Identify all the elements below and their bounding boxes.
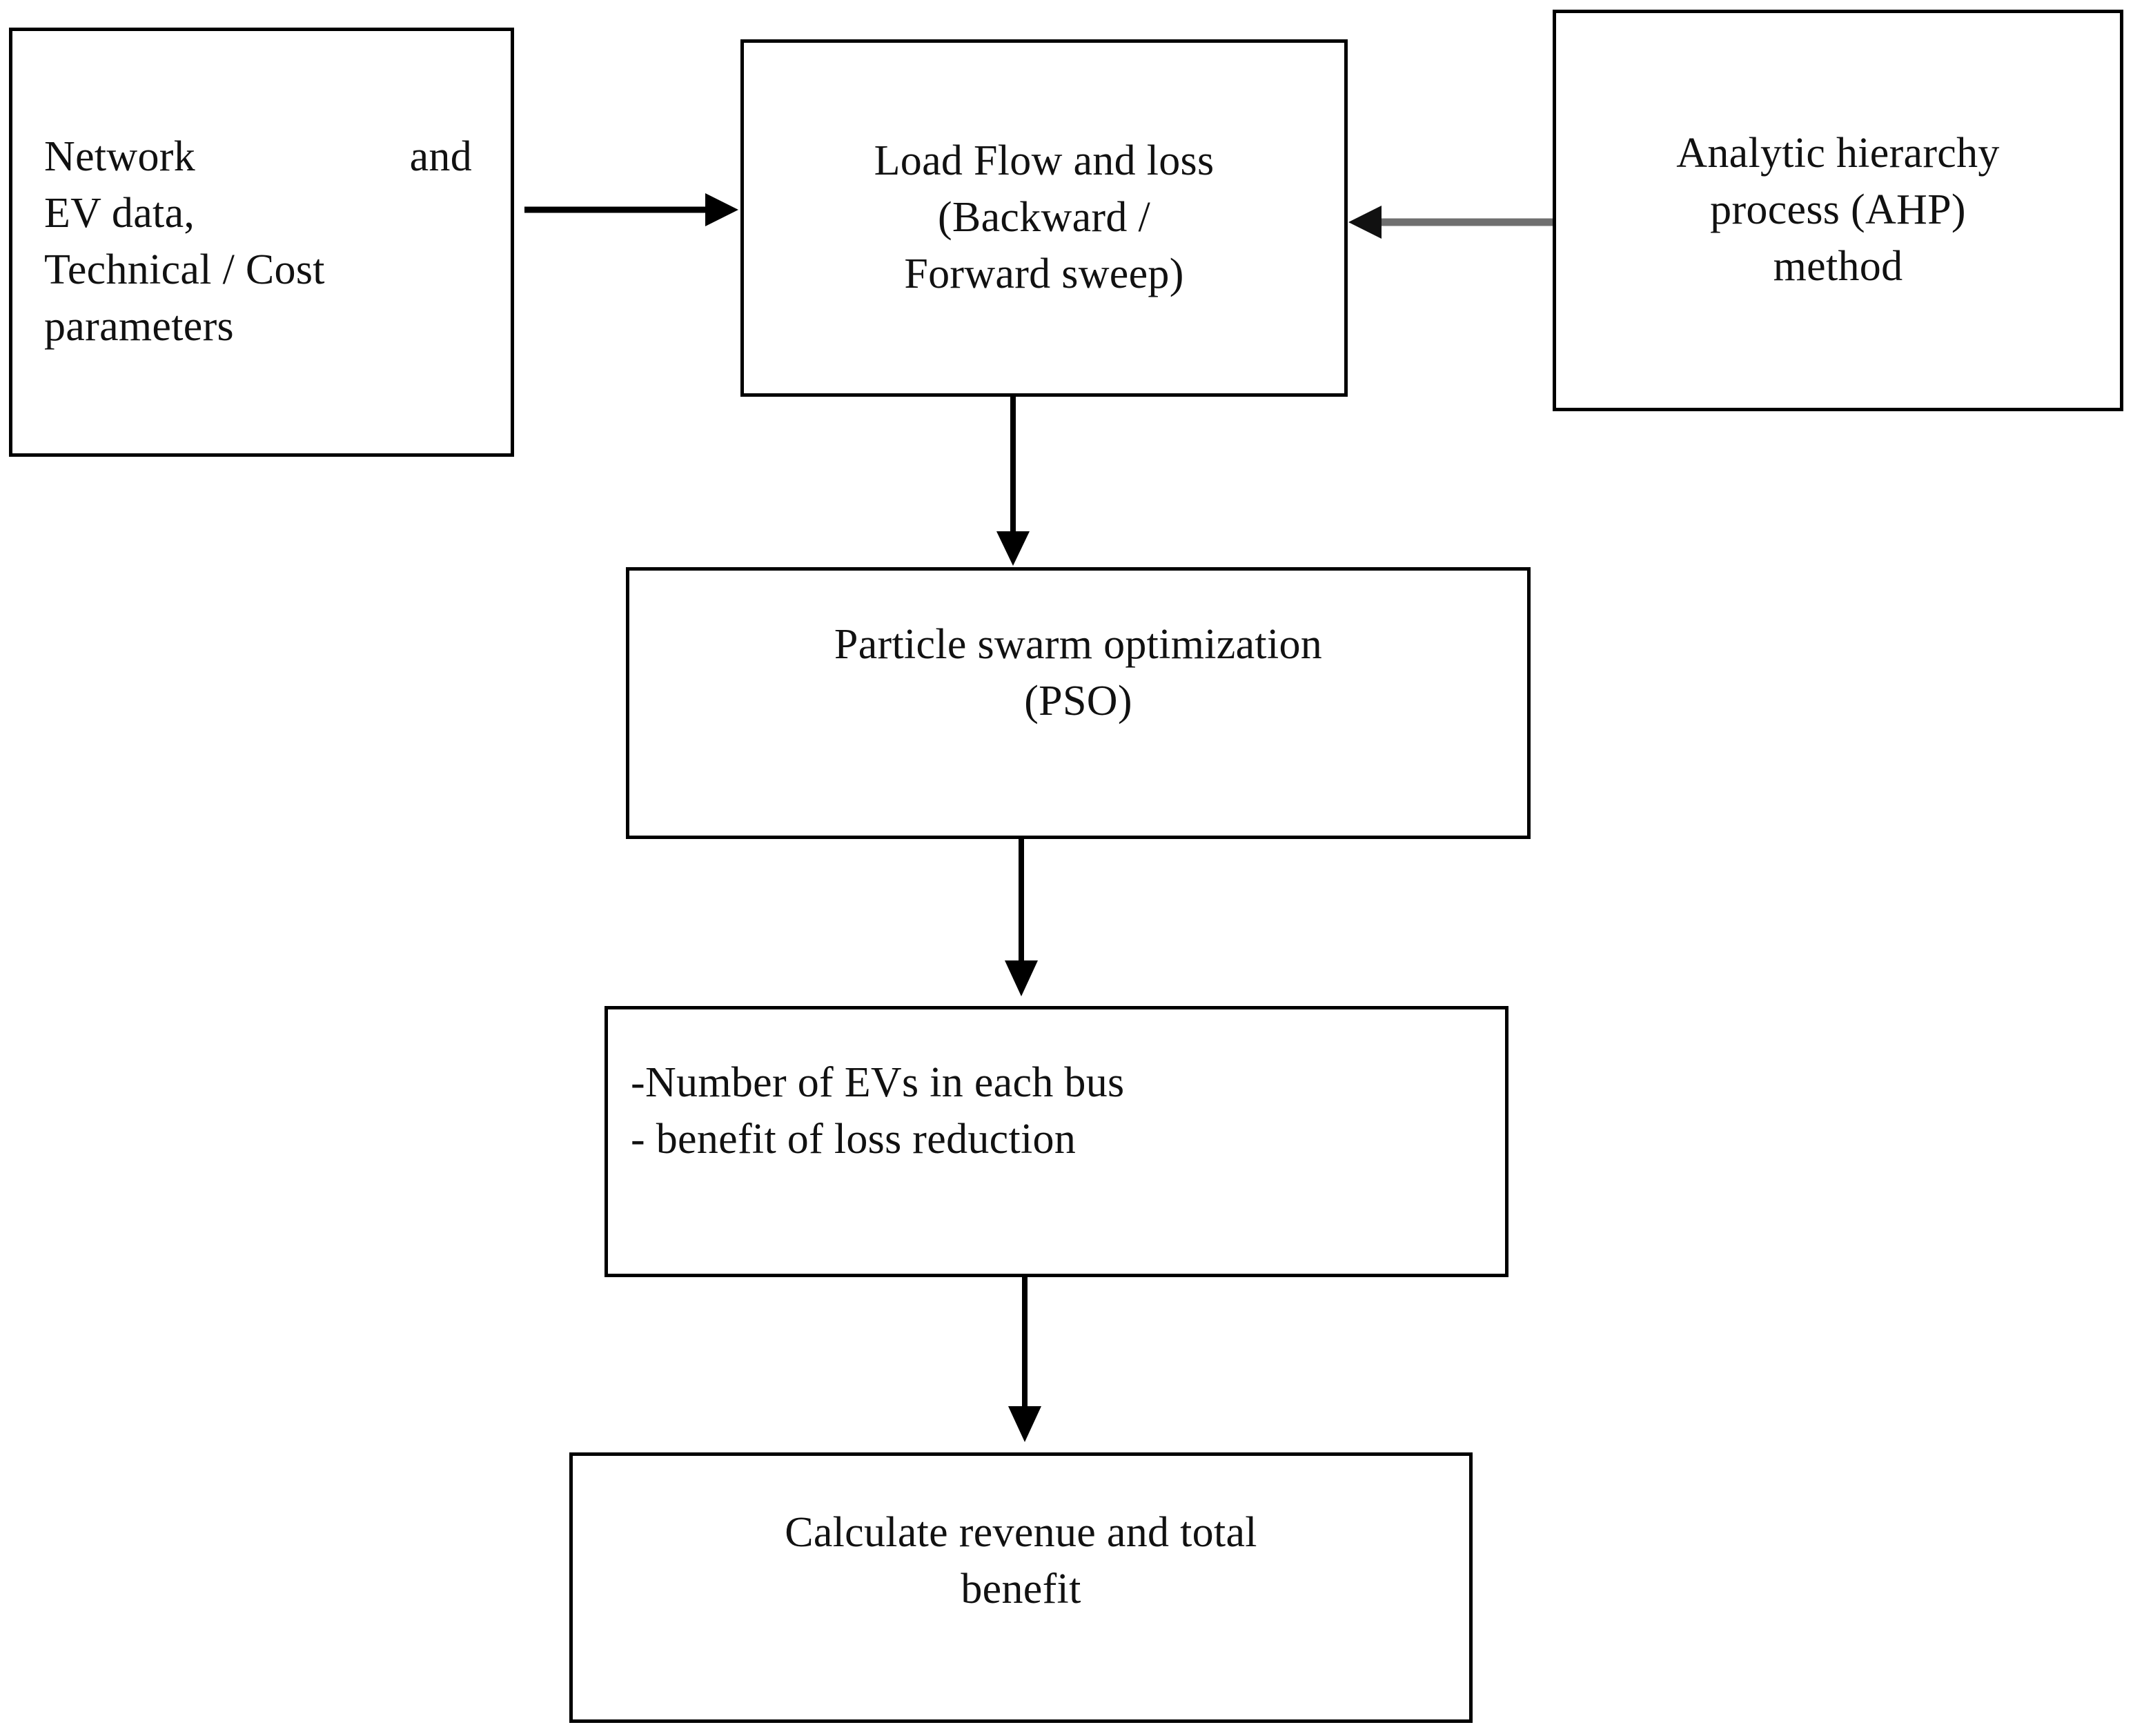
connector-results-to-revenue (1001, 1275, 1050, 1456)
node-input-word-network: Network (44, 133, 196, 181)
connector-loadflow-to-pso (990, 393, 1038, 569)
connector-ahp-to-loadflow (1346, 199, 1556, 247)
node-load-flow-and-loss[interactable]: Load Flow and loss (Backward / Forward s… (740, 39, 1348, 397)
node-revenue-line-2: benefit (961, 1566, 1081, 1612)
node-results-line-2: - benefit of loss reduction (631, 1115, 1077, 1163)
node-ahp-line-3: method (1773, 242, 1903, 290)
node-input-line-2: EV data, (44, 190, 195, 237)
node-ahp-line-2: process (AHP) (1710, 186, 1966, 234)
node-pso-line-2: (PSO) (1024, 678, 1132, 724)
node-results-line-1: -Number of EVs in each bus (631, 1058, 1125, 1106)
node-loadflow-line-3: Forward sweep) (904, 250, 1184, 297)
connector-input-to-loadflow (524, 186, 745, 235)
connector-pso-to-results (998, 836, 1046, 1009)
node-particle-swarm-optimization[interactable]: Particle swarm optimization (PSO) (626, 567, 1531, 839)
node-calculate-revenue-and-total-benefit[interactable]: Calculate revenue and total benefit (569, 1452, 1473, 1723)
node-input-line-4: parameters (44, 302, 234, 350)
node-pso-line-1: Particle swarm optimization (834, 621, 1323, 669)
node-input-word-and: and (409, 133, 472, 181)
node-results-summary[interactable]: -Number of EVs in each bus - benefit of … (604, 1006, 1508, 1277)
node-network-and-ev-data[interactable]: Network and EV data, Technical / Cost pa… (9, 28, 514, 457)
node-input-line-1: Network and (44, 129, 472, 186)
node-revenue-line-1: Calculate revenue and total (785, 1509, 1257, 1557)
node-loadflow-line-1: Load Flow and loss (874, 137, 1215, 185)
node-loadflow-line-2: (Backward / (937, 194, 1150, 241)
node-input-line-3: Technical / Cost (44, 246, 325, 293)
node-ahp-line-1: Analytic hierarchy (1676, 130, 2000, 177)
node-analytic-hierarchy-process[interactable]: Analytic hierarchy process (AHP) method (1553, 10, 2123, 411)
